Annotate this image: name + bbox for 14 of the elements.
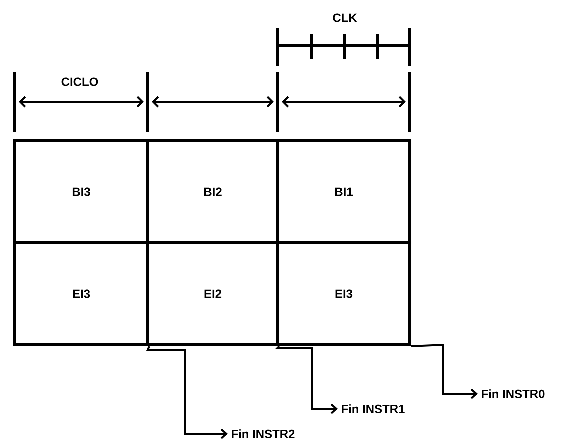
end-label: Fin INSTR2	[232, 430, 295, 438]
ciclo-label: CICLO	[62, 78, 98, 86]
table-cell: BI3	[14, 140, 150, 244]
arrow	[146, 346, 228, 440]
clk-label: CLK	[333, 14, 358, 22]
table-cell: EI3	[276, 242, 412, 346]
table-cell: BI1	[276, 140, 412, 244]
table-cell: EI3	[14, 242, 150, 346]
table-cell: EI2	[146, 242, 280, 346]
end-label: Fin INSTR1	[342, 404, 405, 414]
end-label: Fin INSTR0	[482, 390, 545, 398]
arrow	[276, 346, 338, 414]
arrow	[411, 344, 478, 400]
table-cell: BI2	[146, 140, 280, 244]
